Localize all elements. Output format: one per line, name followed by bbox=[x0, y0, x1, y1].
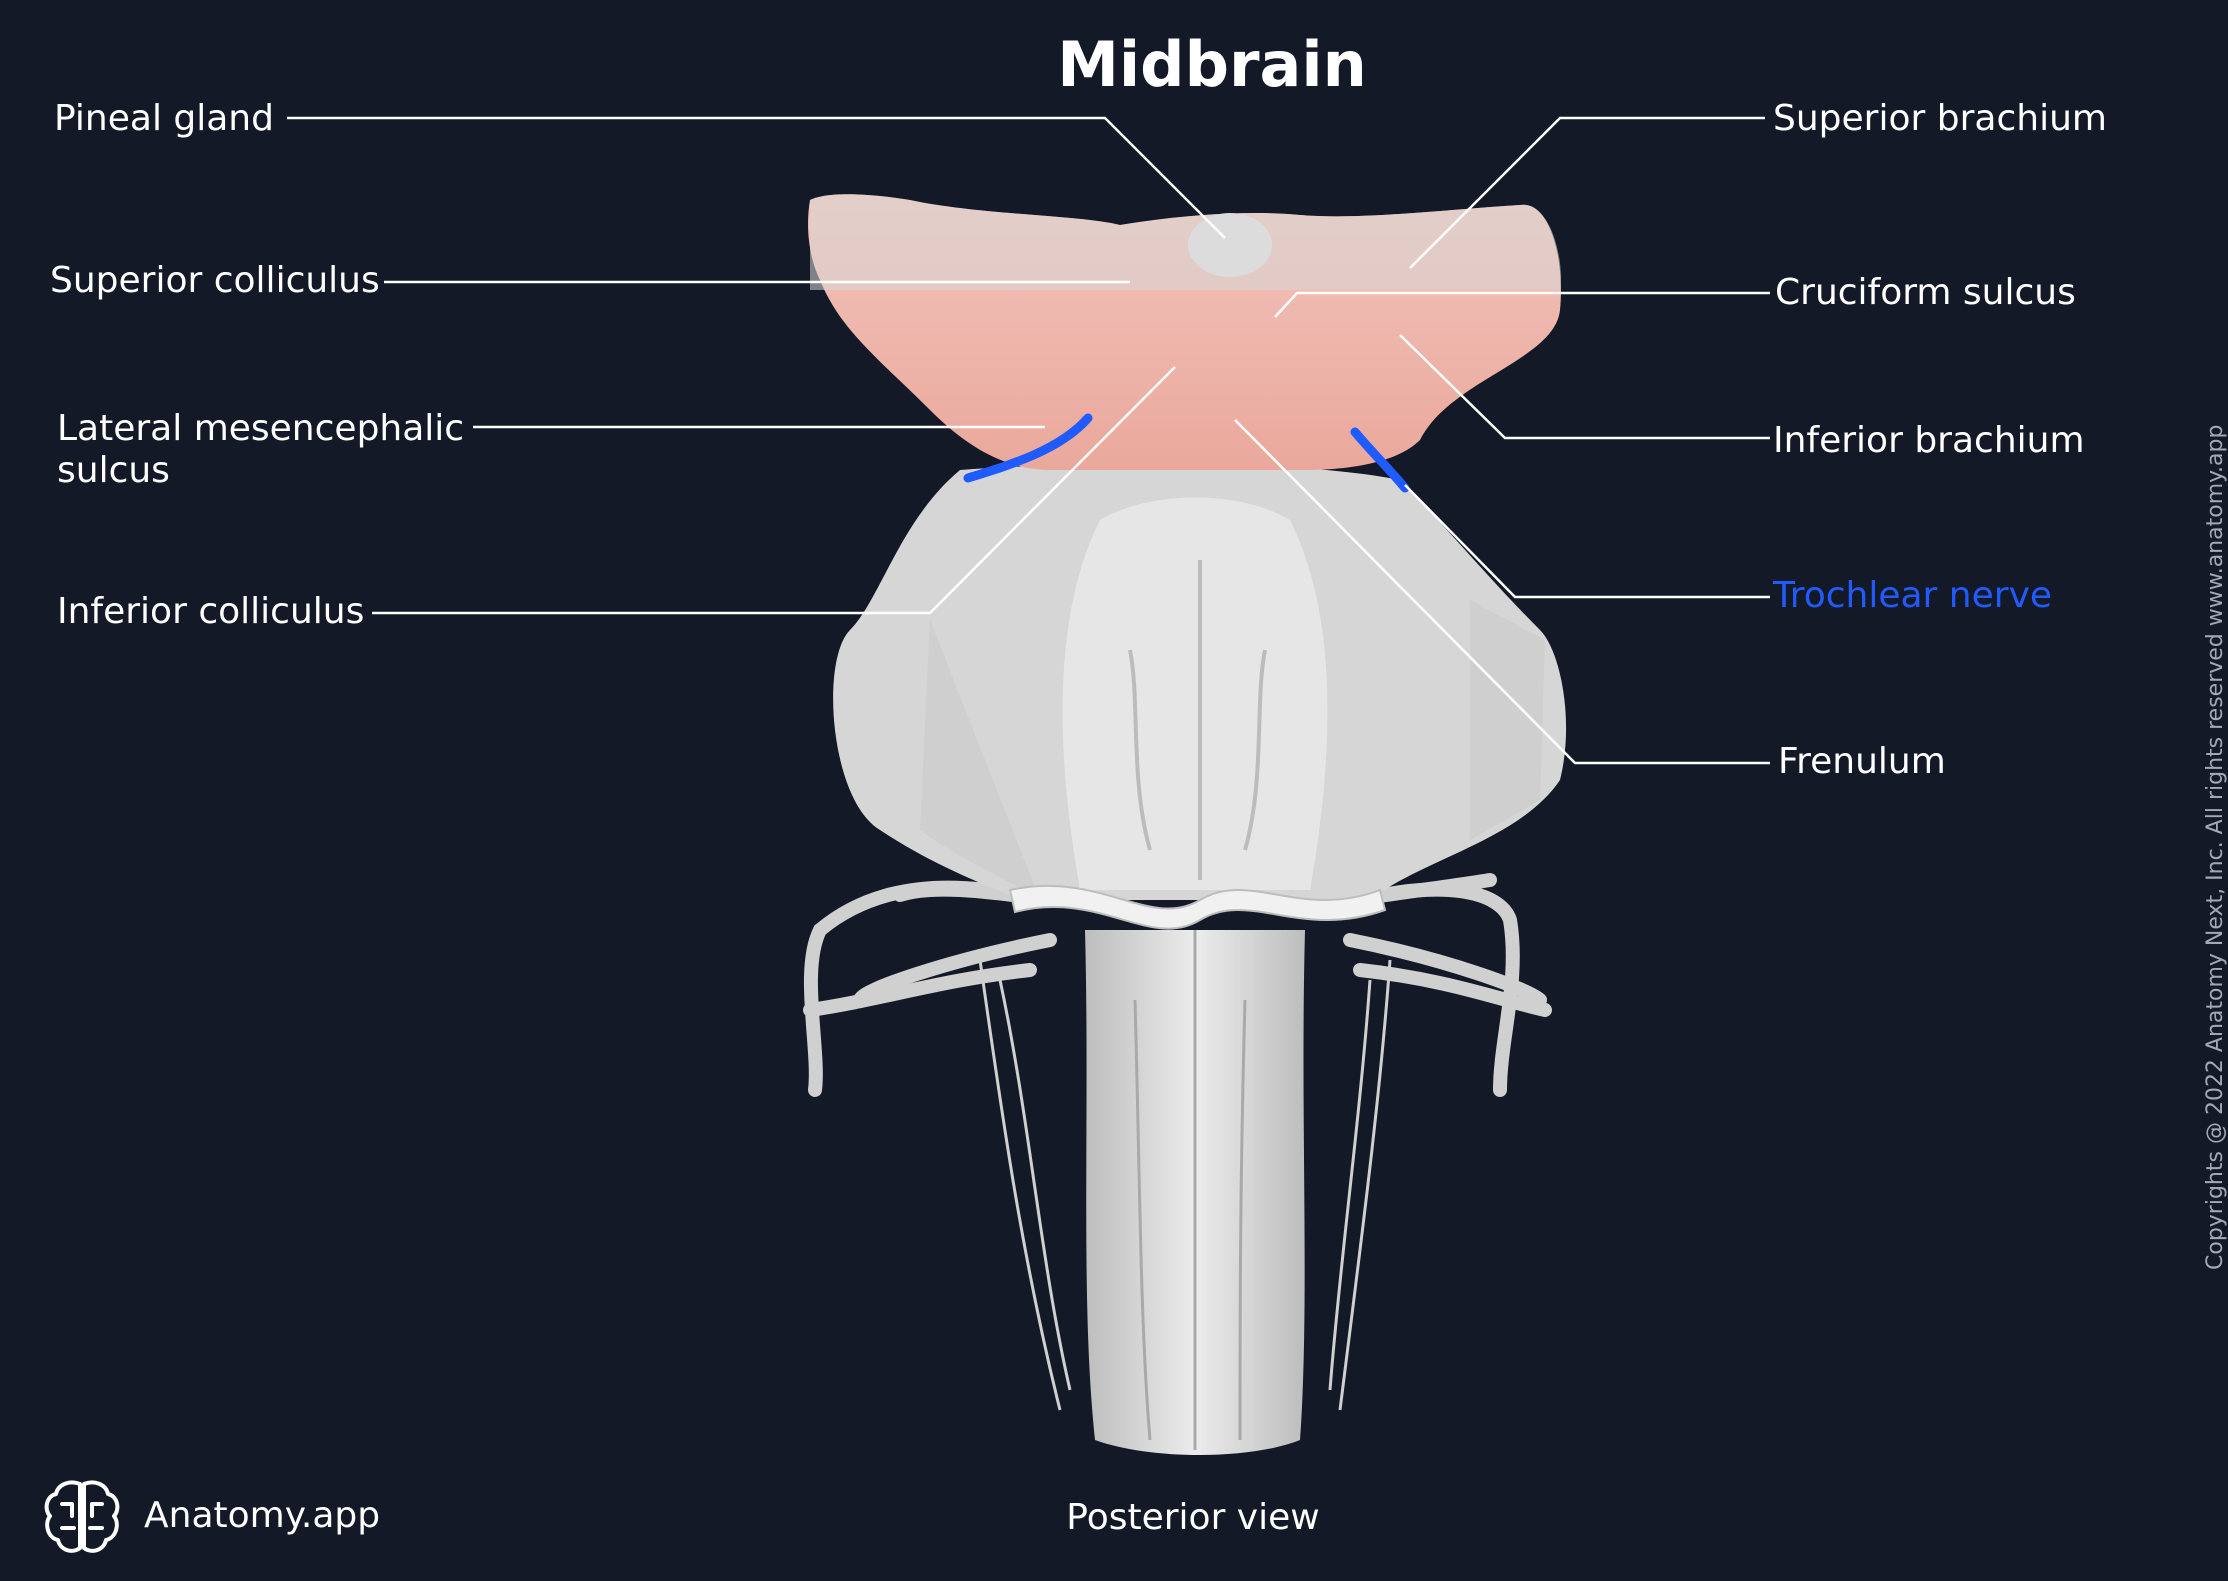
leader-lines bbox=[287, 116, 1770, 765]
label-inferior-brachium: Inferior brachium bbox=[1773, 420, 2085, 461]
pineal-gland-shape bbox=[1188, 213, 1272, 277]
diagram-title: Midbrain bbox=[1057, 28, 1367, 101]
brain-logo-icon bbox=[44, 1480, 120, 1553]
copyright-notice: Copyrights @ 2022 Anatomy Next, Inc. All… bbox=[2203, 424, 2228, 1270]
brand-name[interactable]: Anatomy.app bbox=[144, 1495, 381, 1536]
label-cruciform-sulcus: Cruciform sulcus bbox=[1775, 272, 2076, 313]
label-pineal-gland: Pineal gland bbox=[54, 98, 274, 139]
trochlear-nerve-right bbox=[1350, 427, 1410, 493]
label-trochlear-nerve: Trochlear nerve bbox=[1773, 575, 2053, 616]
label-frenulum: Frenulum bbox=[1778, 741, 1946, 782]
trochlear-nerve-left bbox=[963, 413, 1093, 483]
label-lateral-mesencephalic-sulcus: Lateral mesencephalic sulcus bbox=[57, 408, 465, 491]
label-superior-brachium: Superior brachium bbox=[1773, 98, 2107, 139]
view-caption: Posterior view bbox=[1066, 1497, 1320, 1538]
label-inferior-colliculus: Inferior colliculus bbox=[57, 591, 365, 632]
fourth-ventricle-floor bbox=[1062, 497, 1328, 890]
label-superior-colliculus: Superior colliculus bbox=[50, 260, 380, 301]
